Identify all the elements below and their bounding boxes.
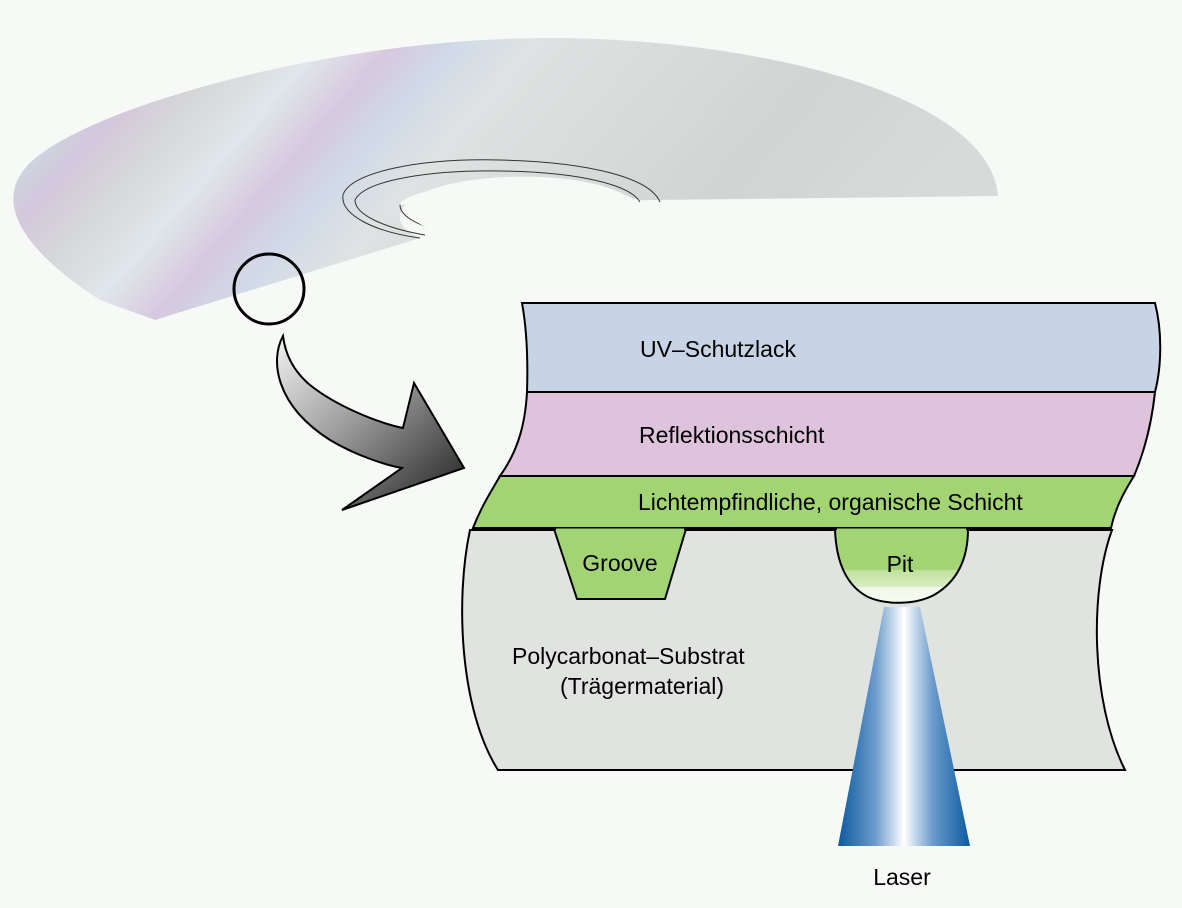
curved-arrow-icon xyxy=(276,332,466,511)
reflection-layer-label: Reflektionsschicht xyxy=(639,422,825,448)
uv-layer xyxy=(520,302,1162,393)
cd-disc-icon xyxy=(13,37,998,321)
reflection-layer xyxy=(498,391,1157,477)
substrate-label-line2: (Trägermaterial) xyxy=(560,673,724,699)
magnifier-circle-icon xyxy=(232,252,306,326)
laser-label: Laser xyxy=(873,864,931,890)
uv-layer-label: UV–Schutzlack xyxy=(640,336,796,362)
pit-label: Pit xyxy=(887,551,914,577)
laser-beam-icon xyxy=(838,607,970,846)
substrate-label-line1: Polycarbonat–Substrat xyxy=(512,643,745,669)
pit-shape xyxy=(833,528,970,604)
dye-layer-label: Lichtempfindliche, organische Schicht xyxy=(638,489,1023,515)
groove-label: Groove xyxy=(582,550,657,576)
